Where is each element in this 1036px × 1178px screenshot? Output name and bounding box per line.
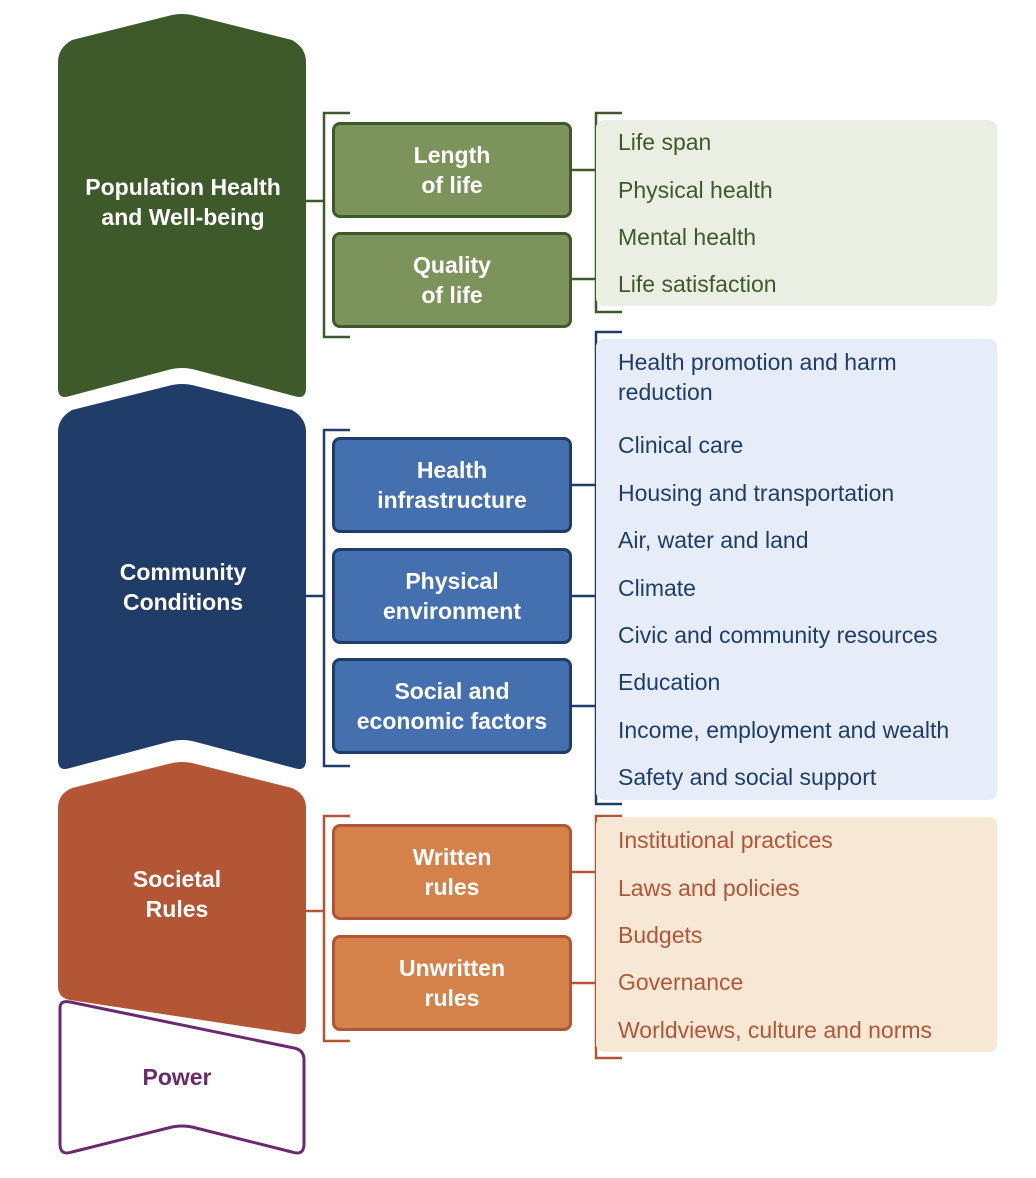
list-item: Climate: [618, 575, 696, 601]
power-chevron: [58, 1000, 306, 1155]
population-health-items-panel: Life span Physical health Mental health …: [596, 120, 997, 306]
societal-rules-items-panel: Institutional practices Laws and policie…: [596, 817, 997, 1052]
list-item: Life satisfaction: [618, 271, 777, 297]
social-economic-factors-box: Social and economic factors: [332, 658, 572, 754]
unwritten-rules-box: Unwritten rules: [332, 935, 572, 1031]
societal-rules-chevron: [58, 762, 306, 1035]
list-item: Education: [618, 669, 721, 695]
length-of-life-box: Length of life: [332, 122, 572, 218]
societal-rules-label: Societal Rules: [132, 866, 222, 922]
list-item: Budgets: [618, 922, 703, 948]
community-conditions-chevron: [58, 384, 306, 769]
list-item: Institutional practices: [618, 827, 833, 853]
list-item: Air, water and land: [618, 527, 809, 553]
community-conditions-items-panel: Health promotion and harm reduction Clin…: [596, 339, 997, 800]
list-item: Laws and policies: [618, 875, 800, 901]
population-health-chevron: [58, 14, 306, 397]
list-item: Worldviews, culture and norms: [618, 1017, 933, 1043]
list-item: Life span: [618, 129, 712, 155]
list-item: Clinical care: [618, 432, 744, 458]
list-item: Income, employment and wealth: [618, 717, 950, 743]
list-item: Civic and community resources: [618, 622, 938, 648]
list-item: Housing and transportation: [618, 480, 895, 506]
written-rules-box: Written rules: [332, 824, 572, 920]
power-label: Power: [142, 1064, 212, 1090]
health-infrastructure-box: Health infrastructure: [332, 437, 572, 533]
list-item: Physical health: [618, 177, 773, 203]
list-item: Mental health: [618, 224, 757, 250]
quality-of-life-box: Quality of life: [332, 232, 572, 328]
population-health-label: Population Health and Well-being: [85, 174, 281, 230]
physical-environment-box: Physical environment: [332, 548, 572, 644]
list-item: Safety and social support: [618, 764, 877, 790]
community-conditions-label: Community Conditions: [119, 559, 247, 615]
list-item: Health promotion and harm reduction: [618, 349, 897, 405]
list-item: Governance: [618, 969, 744, 995]
